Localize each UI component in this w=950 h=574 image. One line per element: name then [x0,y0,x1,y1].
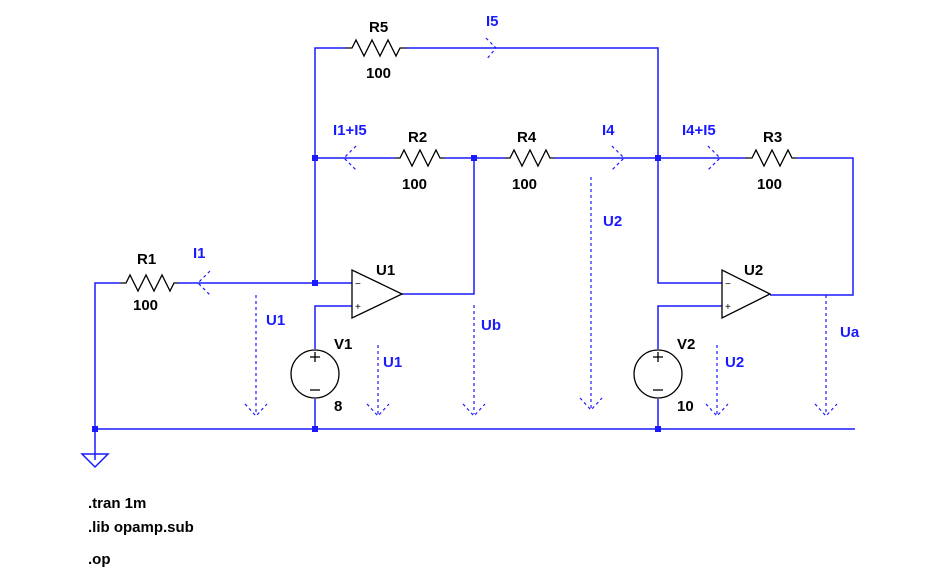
voltage-labels: U1 U1 Ub U2 U2 Ua [266,213,860,371]
label-u1-b: U1 [383,354,402,371]
r4-name: R4 [517,129,537,146]
label-u2-b: U2 [725,354,744,371]
resistor-r2: R2 100 [395,129,445,193]
v1-value: 8 [334,398,342,415]
u2-plus-sign: + [725,302,731,313]
label-ub: Ub [481,317,501,334]
r4-value: 100 [512,176,537,193]
resistor-r5: R5 100 [345,19,407,82]
junctions [92,155,661,432]
r5-value: 100 [366,65,391,82]
wire-r3-to-u2-out [770,157,854,296]
r2-value: 100 [402,176,427,193]
voltage-arrows [244,177,838,417]
r3-value: 100 [757,176,782,193]
junction-node [92,426,98,432]
label-ua: Ua [840,324,860,341]
junction-node [312,426,318,432]
v1-name: V1 [334,336,352,353]
u2-minus-sign: − [725,279,731,290]
label-u1-a: U1 [266,312,285,329]
directive-lib: .lib opamp.sub [88,519,194,536]
u1-name: U1 [376,262,395,279]
junction-node [471,155,477,161]
v2-value: 10 [677,398,694,415]
junction-node [312,280,318,286]
r1-name: R1 [137,251,156,268]
r2-name: R2 [408,129,427,146]
r5-name: R5 [369,19,388,36]
r3-name: R3 [763,129,782,146]
v2-name: V2 [677,336,695,353]
resistor-r1: R1 100 [120,251,178,314]
ground-symbol [80,453,110,469]
u2-name: U2 [744,262,763,279]
r1-value: 100 [133,297,158,314]
label-i1: I1 [193,245,206,262]
wire-u2-noninv-to-v2 [657,305,722,349]
arrow-i5 [485,37,497,61]
wires [94,47,855,460]
directive-op: .op [88,551,111,568]
u1-plus-sign: + [355,302,361,313]
voltage-source-v2: V2 10 [633,336,695,415]
opamp-u1: − + U1 [351,262,404,320]
junction-node [655,426,661,432]
junction-node [655,155,661,161]
voltage-arrow-u2-a [579,177,603,411]
label-i5: I5 [486,13,499,30]
label-i1-i5: I1+I5 [333,122,367,139]
voltage-arrow-ub [462,305,486,417]
junction-node [312,155,318,161]
voltage-source-v1: V1 8 [290,336,352,415]
opamp-u2: − + U2 [721,262,772,320]
u1-minus-sign: − [355,279,361,290]
spice-directives: .tran 1m .lib opamp.sub .op [88,495,194,568]
current-arrows [197,37,721,296]
wire-u1-out [402,158,475,295]
resistor-r4: R4 100 [505,129,555,193]
label-i4: I4 [602,122,615,139]
label-u2-a: U2 [603,213,622,230]
voltage-arrow-ua [814,295,838,417]
wire-u1-noninv-to-v1 [314,305,352,349]
current-labels: I5 I1+I5 I4 I4+I5 I1 [193,13,716,262]
directive-tran: .tran 1m [88,495,146,512]
wire-gnd-to-r1 [94,282,120,460]
label-i4-i5: I4+I5 [682,122,716,139]
wire-inv-node-vertical [314,47,345,283]
wire-r5-to-right [407,47,722,284]
resistor-r3: R3 100 [745,129,797,193]
voltage-arrow-u1-a [244,295,268,417]
